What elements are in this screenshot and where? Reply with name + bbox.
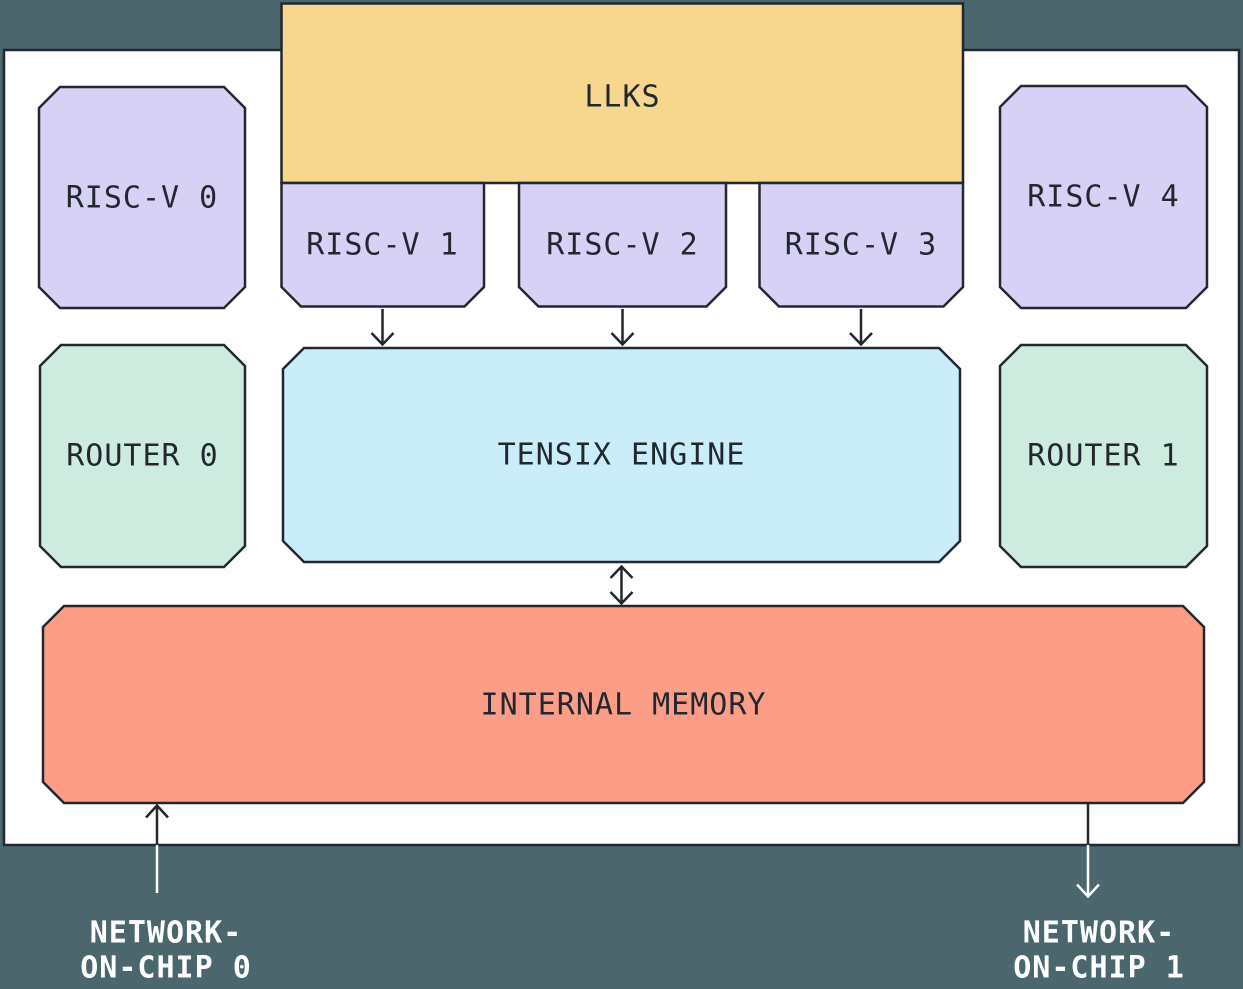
router-1-box bbox=[998, 343, 1209, 569]
riscv-2-box bbox=[517, 181, 728, 308]
riscv-3-box bbox=[758, 181, 965, 308]
riscv-3-label: RISC-V 3 bbox=[785, 228, 938, 263]
internal-memory-box bbox=[41, 604, 1206, 805]
riscv-0-label: RISC-V 0 bbox=[66, 181, 219, 216]
arrow-riscv1-to-tensix bbox=[370, 309, 395, 347]
arrow-riscv3-to-tensix bbox=[849, 309, 873, 347]
arrow-tensix-memory-bidirectional bbox=[609, 564, 634, 606]
noc-1-label-line2: ON-CHIP 1 bbox=[1013, 951, 1185, 986]
router-1-label: ROUTER 1 bbox=[1027, 439, 1180, 474]
llks-box bbox=[280, 2, 965, 185]
noc-0-label-line1: NETWORK- bbox=[90, 916, 243, 951]
riscv-4-box bbox=[998, 84, 1209, 310]
noc-1-label-line1: NETWORK- bbox=[1023, 916, 1176, 951]
arrow-riscv2-to-tensix bbox=[610, 309, 635, 347]
tensix-engine-label: TENSIX ENGINE bbox=[498, 438, 746, 473]
riscv-1-label: RISC-V 1 bbox=[306, 228, 459, 263]
riscv-1-box bbox=[280, 181, 486, 308]
riscv-0-box bbox=[37, 85, 247, 310]
tensix-engine-box bbox=[281, 346, 962, 564]
llks-label: LLKS bbox=[584, 80, 660, 115]
router-0-box bbox=[38, 343, 247, 569]
riscv-2-label: RISC-V 2 bbox=[546, 228, 699, 263]
internal-memory-label: INTERNAL MEMORY bbox=[481, 688, 767, 723]
noc-0-label-line2: ON-CHIP 0 bbox=[80, 951, 252, 986]
router-0-label: ROUTER 0 bbox=[66, 439, 219, 474]
arrow-memory-to-noc1 bbox=[1076, 845, 1100, 899]
riscv-4-label: RISC-V 4 bbox=[1027, 180, 1180, 215]
arrow-noc0-to-memory bbox=[145, 803, 169, 845]
